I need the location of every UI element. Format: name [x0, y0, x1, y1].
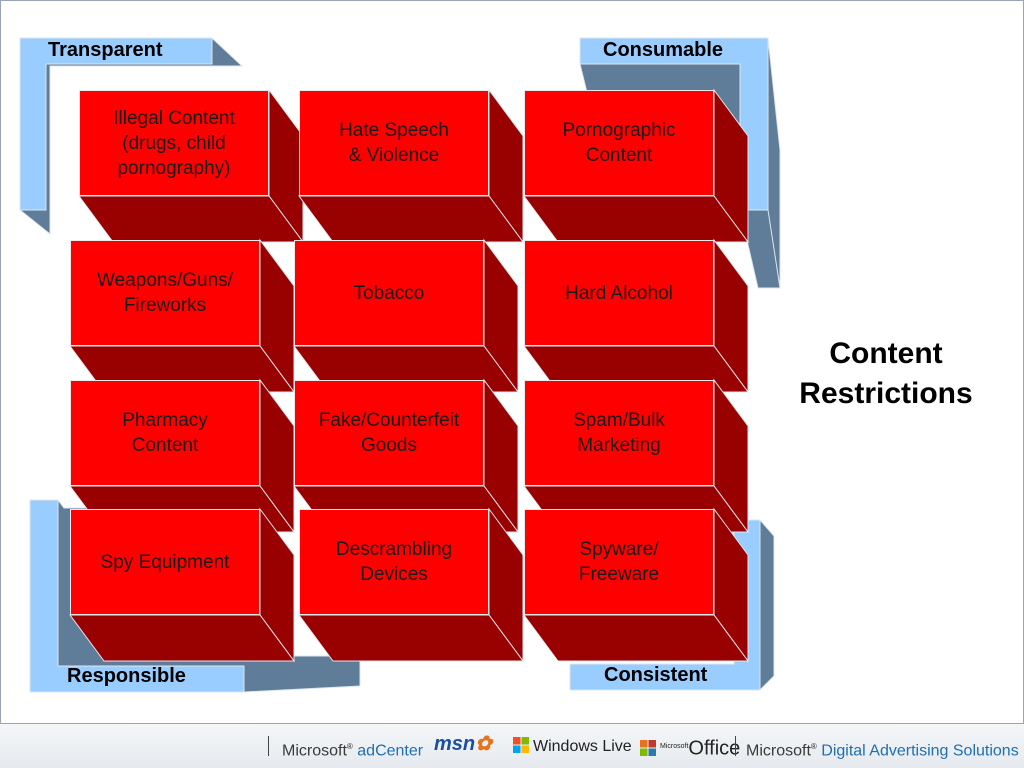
brick-label: Spy Equipment: [100, 551, 230, 573]
footer-separator: [735, 736, 736, 756]
windows-flag-icon: [513, 737, 529, 753]
corner-label-transparent: Transparent: [48, 39, 163, 61]
adcenter-logo: Microsoft® adCenter: [282, 742, 424, 760]
das-brand-text: Microsoft: [746, 742, 811, 760]
das-product-text: Digital Advertising Solutions: [821, 742, 1019, 760]
footer-brand-bar: Microsoft® adCenter msn✿ Windows Live Mi…: [0, 724, 1024, 768]
brick-label: Descrambling Devices: [335, 539, 453, 585]
brick-label: Pornographic Content: [562, 120, 676, 166]
office-logo: MicrosoftOffice: [640, 736, 740, 761]
frame-bl-face: [29, 499, 245, 693]
content-restrictions-title: Content Restrictions: [799, 337, 973, 410]
brick-bottom-face: [69, 614, 295, 662]
msn-logo: msn✿: [434, 733, 492, 755]
brick-label: Hate Speech & Violence: [339, 120, 449, 166]
brick-label: Tobacco: [353, 282, 425, 304]
corner-label-consistent: Consistent: [604, 664, 708, 686]
office-text: Office: [688, 737, 741, 760]
windows-live-logo: Windows Live: [513, 736, 632, 758]
brick-bottom-face: [523, 614, 749, 662]
office-icon: [640, 740, 656, 757]
brick-label: Fake/Counterfeit Goods: [318, 410, 460, 456]
butterfly-icon: ✿: [475, 733, 492, 755]
brick-bottom-face: [298, 614, 524, 662]
brick-label: Illegal Content (drugs, child pornograph…: [113, 107, 235, 179]
brick-bottom-face: [523, 195, 749, 243]
brick-label: Spyware/ Freeware: [578, 539, 660, 585]
windows-live-text: Windows Live: [533, 738, 632, 755]
digital-advertising-solutions-logo: Microsoft® Digital Advertising Solutions: [746, 742, 1019, 760]
brick-label: Weapons/Guns/ Fireworks: [97, 270, 233, 316]
frame-tr-foot: [739, 209, 781, 289]
adcenter-product-text: adCenter: [357, 742, 424, 760]
adcenter-brand-text: Microsoft: [282, 742, 347, 760]
brick-label: Pharmacy Content: [122, 410, 208, 456]
brick-bottom-face: [78, 195, 304, 243]
frame-tl-face: [19, 37, 213, 211]
msn-text: msn: [434, 733, 476, 755]
office-brand-text: Microsoft: [660, 743, 689, 750]
frame-br-face: [569, 519, 761, 691]
footer-separator: [268, 736, 269, 756]
brick-label: Spam/Bulk Marketing: [573, 410, 665, 456]
brick-label: Hard Alcohol: [565, 282, 673, 304]
corner-label-consumable: Consumable: [603, 39, 724, 61]
corner-label-responsible: Responsible: [67, 665, 186, 687]
brick-bottom-face: [298, 195, 524, 243]
